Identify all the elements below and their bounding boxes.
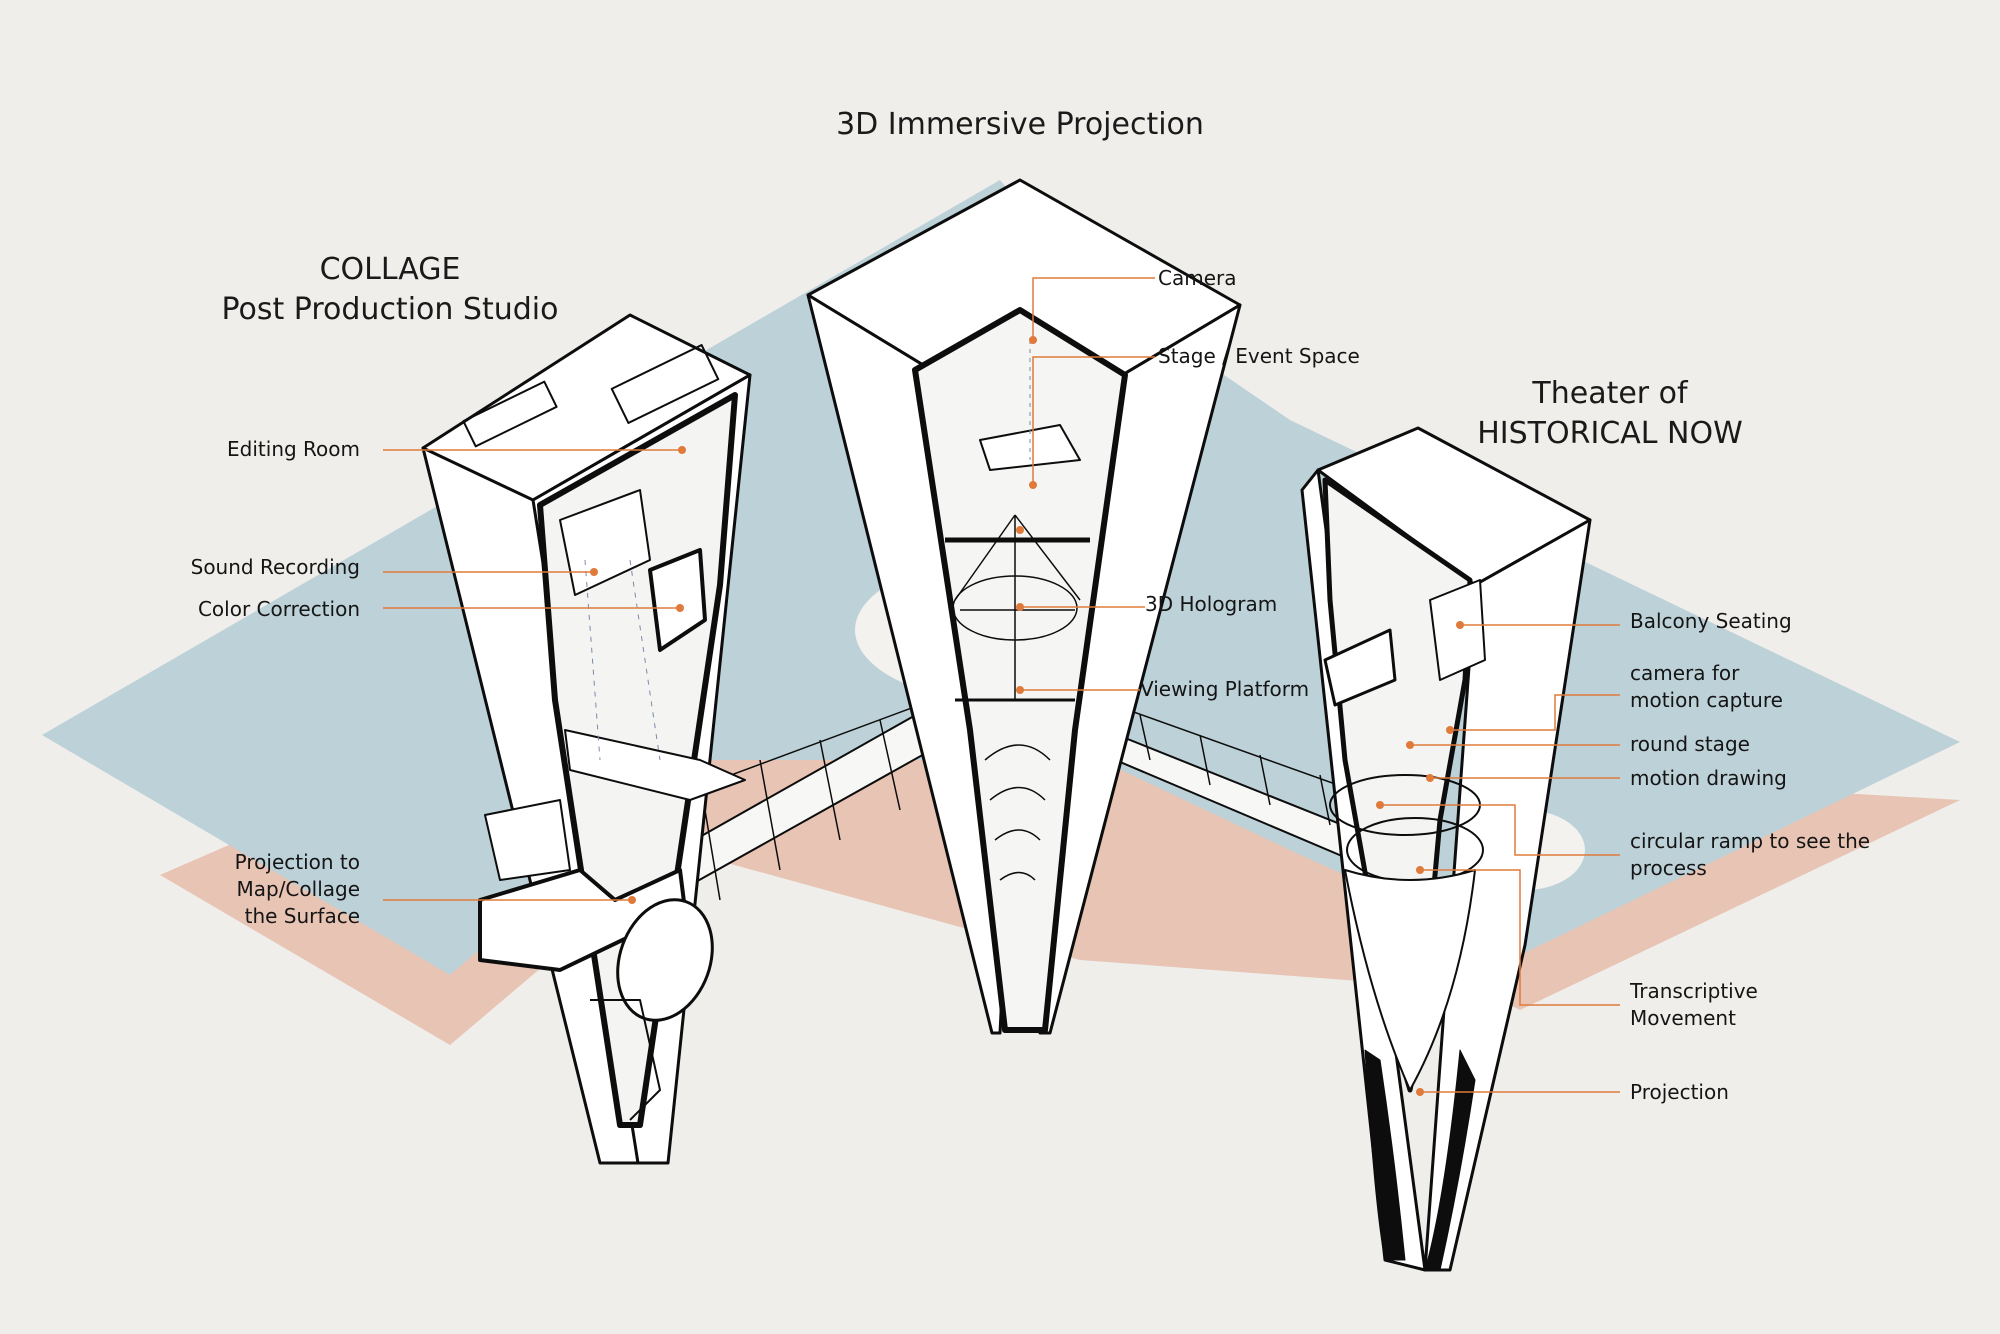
label-projection-line-3: the Surface bbox=[244, 904, 360, 928]
label-color-correction: Color Correction bbox=[197, 597, 360, 621]
immersive-tower bbox=[806, 178, 1242, 1035]
label-camera-mc-line-2: motion capture bbox=[1630, 688, 1783, 712]
title-immersive-projection: 3D Immersive Projection bbox=[836, 107, 1204, 142]
label-projection-line-2: Map/Collage bbox=[236, 877, 360, 901]
label-projection-to-surface: Projection to Map/Collage the Surface bbox=[160, 849, 360, 930]
label-3d-hologram: 3D Hologram bbox=[1145, 592, 1278, 616]
title-theater: Theater of HISTORICAL NOW bbox=[1440, 374, 1780, 454]
label-transcriptive-movement: Transcriptive Movement bbox=[1630, 978, 1758, 1032]
label-camera-motion-capture: camera for motion capture bbox=[1630, 660, 1783, 714]
label-camera-mc-line-1: camera for bbox=[1630, 661, 1740, 685]
leader-dots bbox=[590, 336, 1464, 1096]
title-collage-line-2: Post Production Studio bbox=[221, 292, 559, 327]
label-motion-drawing: motion drawing bbox=[1630, 766, 1787, 790]
immersive-cut-interior bbox=[912, 307, 1128, 1033]
title-theater-line-2: HISTORICAL NOW bbox=[1477, 416, 1743, 451]
label-round-stage: round stage bbox=[1630, 732, 1750, 756]
label-circular-ramp: circular ramp to see the process bbox=[1630, 828, 1870, 882]
label-projection: Projection bbox=[1630, 1080, 1729, 1104]
label-viewing-platform: Viewing Platform bbox=[1140, 677, 1310, 701]
label-sound-recording: Sound Recording bbox=[190, 555, 360, 579]
label-editing-room: Editing Room bbox=[227, 437, 360, 461]
label-ramp-line-2: process bbox=[1630, 856, 1707, 880]
title-theater-line-1: Theater of bbox=[1532, 376, 1688, 411]
theater-tower bbox=[1300, 426, 1592, 1272]
title-collage-line-1: COLLAGE bbox=[319, 252, 461, 287]
leader-lines bbox=[383, 277, 1620, 1093]
label-projection-line-1: Projection to bbox=[234, 850, 360, 874]
label-transcriptive-line-2: Movement bbox=[1630, 1006, 1736, 1030]
label-ramp-line-1: circular ramp to see the bbox=[1630, 829, 1871, 853]
title-collage: COLLAGE Post Production Studio bbox=[200, 250, 580, 330]
label-transcriptive-line-1: Transcriptive bbox=[1630, 979, 1758, 1003]
label-stage-event-space: Stage / Event Space bbox=[1158, 344, 1360, 368]
label-balcony-seating: Balcony Seating bbox=[1630, 609, 1792, 633]
label-camera: Camera bbox=[1158, 266, 1237, 290]
